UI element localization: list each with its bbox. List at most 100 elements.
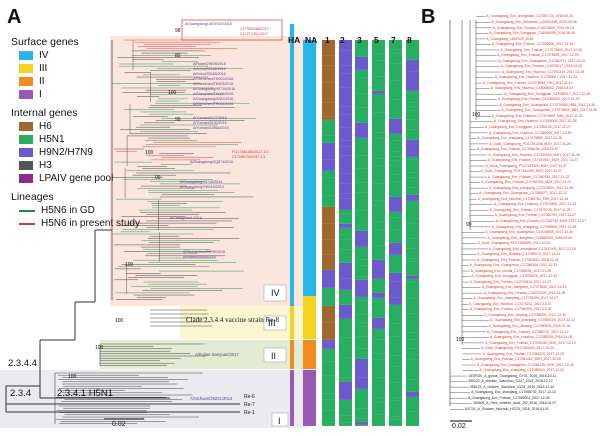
- legend-label: H5N1: [39, 134, 65, 145]
- gene-cell: [389, 119, 402, 134]
- gene-cell: [372, 354, 385, 360]
- gene-cell: [406, 224, 419, 239]
- legend-label: II: [39, 76, 45, 87]
- ha-bar-i: [290, 370, 294, 426]
- taxon-label-b: A_Guangdong_Env_Foshan_C16076000_2016-06…: [492, 25, 575, 30]
- gene-cell: [303, 296, 316, 339]
- taxon-label: A/Guangzhou/39736/2016: [183, 250, 225, 254]
- gene-cell: [355, 260, 368, 266]
- clade-box-iv: [263, 284, 287, 302]
- gene-cell: [389, 212, 402, 218]
- gene-cell: [389, 282, 402, 298]
- bootstrap-value: 100: [125, 262, 134, 268]
- taxon-label-b: A_Guangdong_Env_Guangzhou_C17062711_2017…: [497, 58, 586, 63]
- bootstrap-value: 100: [168, 90, 177, 96]
- gene-cell: [406, 380, 419, 392]
- gene-cell: [372, 279, 385, 293]
- taxon-label-b: 085122_A_chicken_Gianzhou_GZ27_2015_2015…: [468, 379, 553, 384]
- gene-cell: [406, 178, 419, 188]
- gene-cell: [372, 318, 385, 329]
- taxon-label: A/Guangdong/16SF020/2016: [185, 22, 232, 26]
- gene-cell: [389, 398, 402, 401]
- gene-cell: [303, 40, 316, 48]
- gene-cell: [389, 273, 402, 282]
- taxon-label-b: A_Guangdong_Env_Huizhou_C17070609_M84_20…: [491, 113, 583, 118]
- gene-cell: [372, 293, 385, 298]
- gene-cell: [389, 367, 402, 383]
- gene-cell: [406, 299, 419, 314]
- taxon-label-b: A_Guangdong_Env_Guangzhou_C17008505_2017…: [485, 230, 573, 235]
- legend-lineage-present: H5N6 in present study: [19, 217, 171, 230]
- gene-cell: [339, 128, 352, 141]
- legend-internal-h3: H3: [19, 159, 171, 172]
- gene-cell: [372, 184, 385, 201]
- gene-cell: [406, 340, 419, 349]
- legend-line: [19, 209, 35, 212]
- gene-cell: [372, 260, 385, 279]
- gene-cell: [406, 259, 419, 262]
- legend-surface-iv: IV: [19, 49, 171, 62]
- gene-matrix: [303, 40, 419, 427]
- clade-boxes: [263, 284, 289, 427]
- taxon-label-b: A_Guangdong_Env_Foshan_C17062732_M2H_201…: [495, 218, 587, 223]
- legend-swatch: [19, 148, 33, 157]
- gene-cell: [322, 394, 335, 400]
- gene-cell: [406, 107, 419, 111]
- gene-cell: [339, 51, 352, 66]
- gene-cell: [355, 349, 368, 359]
- gene-cell: [389, 100, 402, 119]
- gene-cell: [372, 222, 385, 230]
- gene-cell: [372, 230, 385, 246]
- taxon-label: A/Shenzhen/TH004/2016: [193, 102, 234, 106]
- gene-cell: [355, 315, 368, 323]
- gene-cell: [339, 199, 352, 210]
- gene-cell: [355, 425, 368, 426]
- gene-cell: [355, 266, 368, 277]
- gene-cell: [389, 243, 402, 255]
- taxon-label-b: A_Guangdong_Env_zhanjiang_C17089505_2017…: [491, 224, 577, 229]
- taxon-label: A/Sichuan/26221/2014: [190, 396, 233, 401]
- taxon-label-b: A_Guangdong_Env_zhanjiang_C17075920_2017…: [488, 185, 574, 190]
- legend-swatch: [19, 51, 33, 60]
- gene-cell: [406, 72, 419, 91]
- taxon-label-b: A_Guangdong_Env_Foshan_C17080709_2017-11…: [494, 213, 576, 218]
- gene-cell: [339, 194, 352, 199]
- taxon-label: A/Yunnan/0127/2015: [193, 116, 227, 120]
- taxon-label-b: A_Guangdong_Env_Jieyang_C17088091_2017-1…: [484, 312, 567, 317]
- gene-cell: [355, 94, 368, 108]
- taxon-label-b: A_Guangdong_Env_Shantou_C17059070_2017-1…: [477, 252, 560, 257]
- bootstrap-value-b: 99: [466, 222, 472, 228]
- taxon-label: A/Yunnan/0130/2015: [193, 121, 227, 125]
- gene-cell: [322, 306, 335, 323]
- gene-cell: [389, 383, 402, 398]
- gene-cell: [339, 174, 352, 184]
- gene-cell: [339, 263, 352, 279]
- gene-cell: [406, 397, 419, 412]
- gene-cell: [322, 411, 335, 423]
- taxon-label: A/Fujian-Sanyuan/2017: [195, 352, 239, 357]
- legend-lineage-gd: H5N6 in GD: [19, 204, 171, 217]
- tree-branch: [6, 229, 112, 387]
- gene-cell: [372, 94, 385, 113]
- gene-cell: [303, 370, 316, 426]
- gene-cell: [389, 218, 402, 230]
- taxon-label-b: A_Guangdong_Env_Foshan_C17085710_2017-12…: [487, 329, 569, 334]
- gene-cell: [372, 378, 385, 398]
- gene-cell: [339, 319, 352, 338]
- gene-cell: [339, 290, 352, 305]
- taxon-label-b: A_Duck_Guangdong_PO17265000_2017-10-04: [481, 346, 554, 351]
- gene-cell: [355, 419, 368, 422]
- gene-cell: [322, 224, 335, 240]
- gene-cell: [339, 228, 352, 235]
- taxon-label-b: A_Guangdong_Env_zhanjiang_C17080100_2017…: [490, 318, 575, 323]
- gene-cell: [372, 133, 385, 139]
- gene-cell: [406, 219, 419, 224]
- taxon-label-b: A_Duck_Guangdong_PO17261055_M2H_2017-11-…: [480, 169, 562, 174]
- gene-cell: [322, 343, 335, 349]
- gene-cell: [339, 382, 352, 400]
- gene-cell: [339, 141, 352, 147]
- taxon-label-b: A_Guangdong_Env_Foshan_C17062704_M2H_201…: [481, 180, 572, 185]
- taxon-label-b: A_Duck_Guangdong_PO17261360_M2H_2017-11-…: [485, 163, 567, 168]
- taxon-label-b: A_Guangdong_Env_zhuhai_C17085001_2017-01…: [470, 268, 551, 273]
